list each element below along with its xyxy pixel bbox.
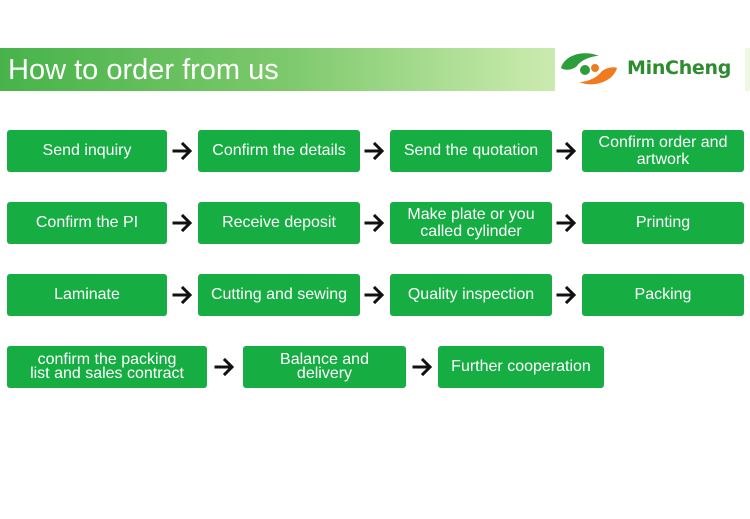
step-label: Cutting and sewing: [211, 286, 347, 304]
step-label: Confirm the PI: [36, 214, 138, 232]
step-label-line: Confirm the PI: [35, 214, 139, 231]
step-label-line: Balance and: [280, 351, 369, 368]
right-arrow-icon: [412, 357, 433, 377]
step-label-line: Receive deposit: [222, 214, 336, 231]
step-label: Further cooperation: [451, 358, 591, 376]
right-arrow-icon: [172, 285, 193, 305]
step-box: Laminate: [7, 274, 167, 316]
step-label-line: Packing: [634, 286, 692, 303]
step-box: Confirm the details: [198, 130, 360, 172]
step-label-line: Confirm the details: [212, 142, 346, 159]
step-box: Printing: [582, 202, 744, 244]
step-label-line: Make plate or you: [407, 206, 535, 223]
right-arrow-icon: [364, 285, 385, 305]
step-label-line: Printing: [635, 214, 691, 231]
step-label: Packing: [635, 286, 692, 304]
right-arrow-icon: [556, 285, 577, 305]
step-label-line: Laminate: [54, 286, 120, 303]
step-box: Packing: [582, 274, 744, 316]
step-label-line: Further cooperation: [451, 358, 591, 375]
step-label-line: delivery: [296, 365, 353, 382]
step-label-line: artwork: [636, 151, 690, 168]
right-arrow-icon: [172, 213, 193, 233]
step-label: Laminate: [54, 286, 120, 304]
brand-name: MinCheng: [627, 57, 732, 79]
step-label-line: list and sales contract: [30, 365, 184, 382]
step-label-line: Send the quotation: [403, 142, 539, 159]
step-box: Receive deposit: [198, 202, 360, 244]
step-label: Send inquiry: [43, 142, 132, 160]
right-arrow-icon: [556, 213, 577, 233]
page-title: How to order from us: [8, 54, 279, 86]
step-label-line: called cylinder: [420, 223, 522, 240]
right-arrow-icon: [214, 357, 235, 377]
step-box: Further cooperation: [438, 346, 604, 388]
step-box: Confirm the PI: [7, 202, 167, 244]
right-arrow-icon: [364, 141, 385, 161]
step-box: Quality inspection: [390, 274, 552, 316]
step-label: Send the quotation: [404, 142, 538, 160]
right-arrow-icon: [172, 141, 193, 161]
step-label: Printing: [636, 214, 690, 232]
step-label-line: confirm the packing: [37, 351, 177, 368]
right-arrow-icon: [556, 141, 577, 161]
step-box: Cutting and sewing: [198, 274, 360, 316]
step-box: Send the quotation: [390, 130, 552, 172]
step-label-line: Confirm order and: [598, 134, 728, 151]
step-label-line: Send inquiry: [42, 142, 132, 159]
step-box: Send inquiry: [7, 130, 167, 172]
mincheng-logo-icon: [561, 53, 617, 85]
step-label-line: Cutting and sewing: [210, 286, 348, 303]
step-label: Quality inspection: [408, 286, 534, 304]
step-label: Confirm the details: [212, 142, 345, 160]
step-label: Receive deposit: [222, 214, 336, 232]
brand-logo: MinCheng: [555, 46, 745, 92]
step-label-line: Quality inspection: [407, 286, 535, 303]
right-arrow-icon: [364, 213, 385, 233]
